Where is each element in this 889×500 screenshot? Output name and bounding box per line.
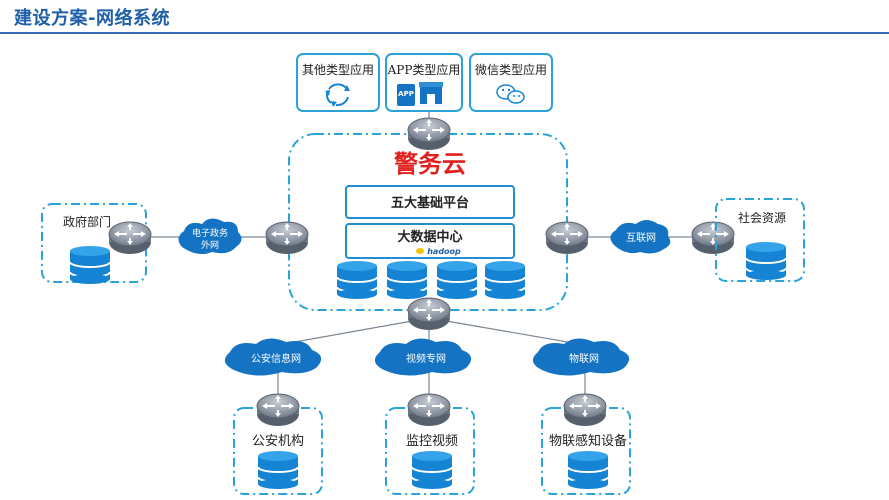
app-store-icon: APP	[397, 82, 443, 106]
video-net-label: 视频专网	[406, 352, 446, 365]
router-iot-device[interactable]	[563, 393, 607, 427]
cloud-db-3	[436, 260, 478, 300]
egov-extranet-label-2: 外网	[201, 239, 219, 251]
app-badge-text: APP	[398, 90, 414, 98]
app-box-other[interactable]: 其他类型应用	[296, 53, 380, 112]
refresh-cycle-icon	[325, 83, 350, 107]
video-monitor-db	[411, 450, 453, 490]
social-site-label: 社会资源	[738, 210, 786, 225]
datacenter-box[interactable]: 大数据中心 hadoop	[345, 223, 515, 259]
iot-net-label: 物联网	[569, 352, 599, 365]
app-label-other: 其他类型应用	[302, 62, 374, 77]
social-site: 社会资源	[715, 198, 805, 282]
cloud-db-2	[386, 260, 428, 300]
router-cloud-right[interactable]	[545, 221, 589, 255]
police-agency-db	[257, 450, 299, 490]
title-divider	[0, 32, 889, 34]
iot-net-cloud: 物联网	[532, 338, 630, 376]
router-video-monitor[interactable]	[407, 393, 451, 427]
wechat-icon	[496, 84, 525, 104]
router-top[interactable]	[407, 117, 451, 151]
gov-site-label: 政府部门	[63, 214, 111, 229]
egov-extranet-label-1: 电子政务	[192, 227, 228, 239]
video-net-cloud: 视频专网	[374, 338, 472, 376]
iot-device-label: 物联感知设备	[549, 433, 627, 449]
public-security-net-label: 公安信息网	[251, 352, 301, 365]
app-box-app[interactable]: APP类型应用 APP	[385, 53, 463, 112]
iot-device-db	[567, 450, 609, 490]
police-agency-label: 公安机构	[252, 434, 304, 449]
cloud-db-group	[336, 260, 526, 300]
app-box-wechat[interactable]: 微信类型应用	[469, 53, 553, 112]
datacenter-label: 大数据中心	[397, 229, 462, 245]
page-title: 建设方案-网络系统	[14, 8, 170, 29]
hadoop-logo: hadoop	[416, 247, 461, 256]
public-security-net-cloud: 公安信息网	[224, 338, 322, 376]
gov-db	[69, 245, 111, 285]
police-cloud-container: 警务云 五大基础平台 大数据中心 hadoop	[288, 133, 568, 311]
router-social[interactable]	[691, 221, 735, 255]
platform-label: 五大基础平台	[391, 195, 469, 211]
router-gov[interactable]	[108, 221, 152, 255]
app-label-wechat: 微信类型应用	[475, 62, 547, 77]
video-monitor-label: 监控视频	[406, 434, 458, 449]
router-cloud-bottom[interactable]	[407, 297, 451, 331]
app-label-app: APP类型应用	[387, 62, 461, 77]
cloud-db-4	[484, 260, 526, 300]
internet-label: 互联网	[626, 232, 656, 244]
router-police-agency[interactable]	[256, 393, 300, 427]
internet-cloud: 互联网	[610, 220, 671, 254]
router-cloud-left[interactable]	[265, 221, 309, 255]
police-cloud-title: 警务云	[393, 149, 466, 178]
egov-extranet-cloud: 电子政务 外网	[178, 218, 242, 255]
social-db	[745, 241, 787, 281]
cloud-db-1	[336, 260, 378, 300]
hadoop-logo-text: hadoop	[427, 247, 461, 256]
platform-box[interactable]: 五大基础平台	[345, 185, 515, 219]
